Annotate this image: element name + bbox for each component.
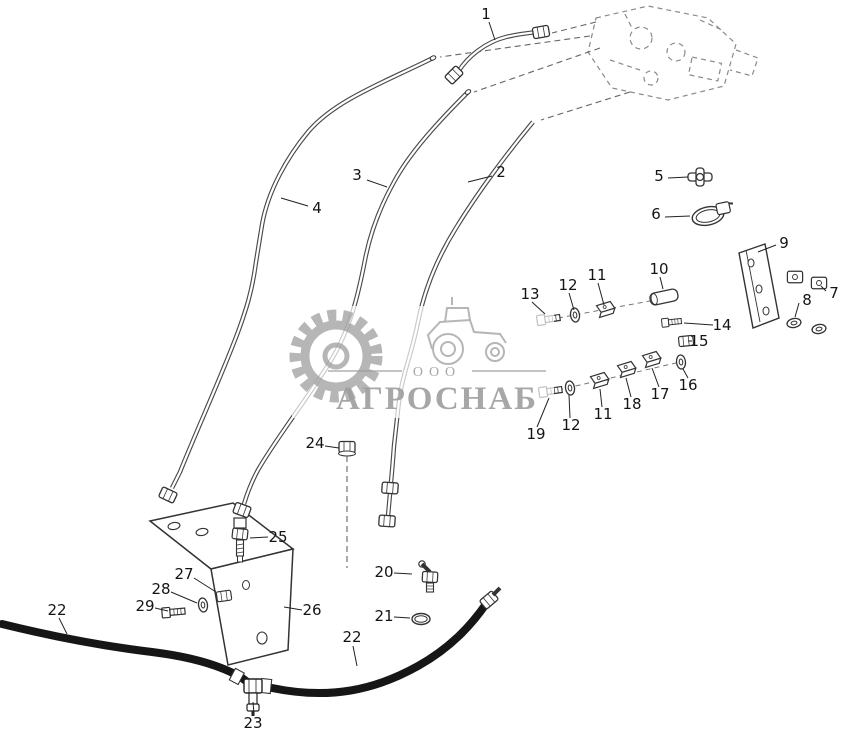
watermark: ООО АГРОСНАБ bbox=[289, 297, 554, 418]
washer-16 bbox=[675, 353, 687, 371]
construction-lines bbox=[439, 21, 631, 121]
o-ring-21 bbox=[411, 612, 431, 626]
tube-1-nut-right bbox=[531, 24, 551, 40]
tube-2-fitting bbox=[380, 481, 400, 495]
hose-right-end-stub bbox=[491, 586, 502, 597]
clamp-bolt-5 bbox=[687, 167, 713, 187]
tube-4 bbox=[169, 55, 437, 490]
hose-clamp-6 bbox=[691, 201, 733, 227]
clip-18 bbox=[616, 360, 638, 379]
nut-27 bbox=[215, 589, 233, 603]
fitting-25 bbox=[231, 517, 249, 563]
nut-7b bbox=[810, 276, 828, 290]
gear-icon bbox=[289, 309, 383, 403]
nut-24 bbox=[338, 440, 356, 457]
bolt-14 bbox=[660, 316, 683, 328]
tube-2-nut bbox=[377, 514, 397, 528]
washer-12b bbox=[563, 379, 577, 397]
washer-8a bbox=[785, 316, 803, 330]
nut-7a bbox=[786, 270, 804, 284]
clip-11a bbox=[595, 300, 617, 319]
watermark-company-type: ООО bbox=[413, 365, 461, 380]
hose-22-left bbox=[0, 620, 254, 688]
spacer-10 bbox=[648, 287, 680, 307]
leader-lines bbox=[58, 21, 827, 715]
tractor-icon bbox=[426, 297, 507, 365]
mounting-bracket bbox=[148, 502, 295, 666]
clip-11b bbox=[589, 371, 611, 390]
tube-3 bbox=[241, 89, 472, 505]
valve-assembly-outline bbox=[587, 5, 759, 101]
tube-1 bbox=[456, 29, 538, 74]
washer-28 bbox=[196, 596, 210, 614]
tube-4-nut bbox=[157, 485, 179, 505]
bracket-9 bbox=[738, 243, 780, 329]
washer-8b bbox=[810, 322, 828, 336]
elbow-fitting-23 bbox=[243, 678, 263, 716]
fitting-20 bbox=[418, 560, 439, 593]
clip-17 bbox=[641, 350, 663, 369]
watermark-company-name: АГРОСНАБ bbox=[336, 381, 538, 417]
washer-12a bbox=[568, 306, 582, 324]
bolt-29 bbox=[161, 605, 186, 619]
hose-22-right bbox=[259, 600, 490, 698]
